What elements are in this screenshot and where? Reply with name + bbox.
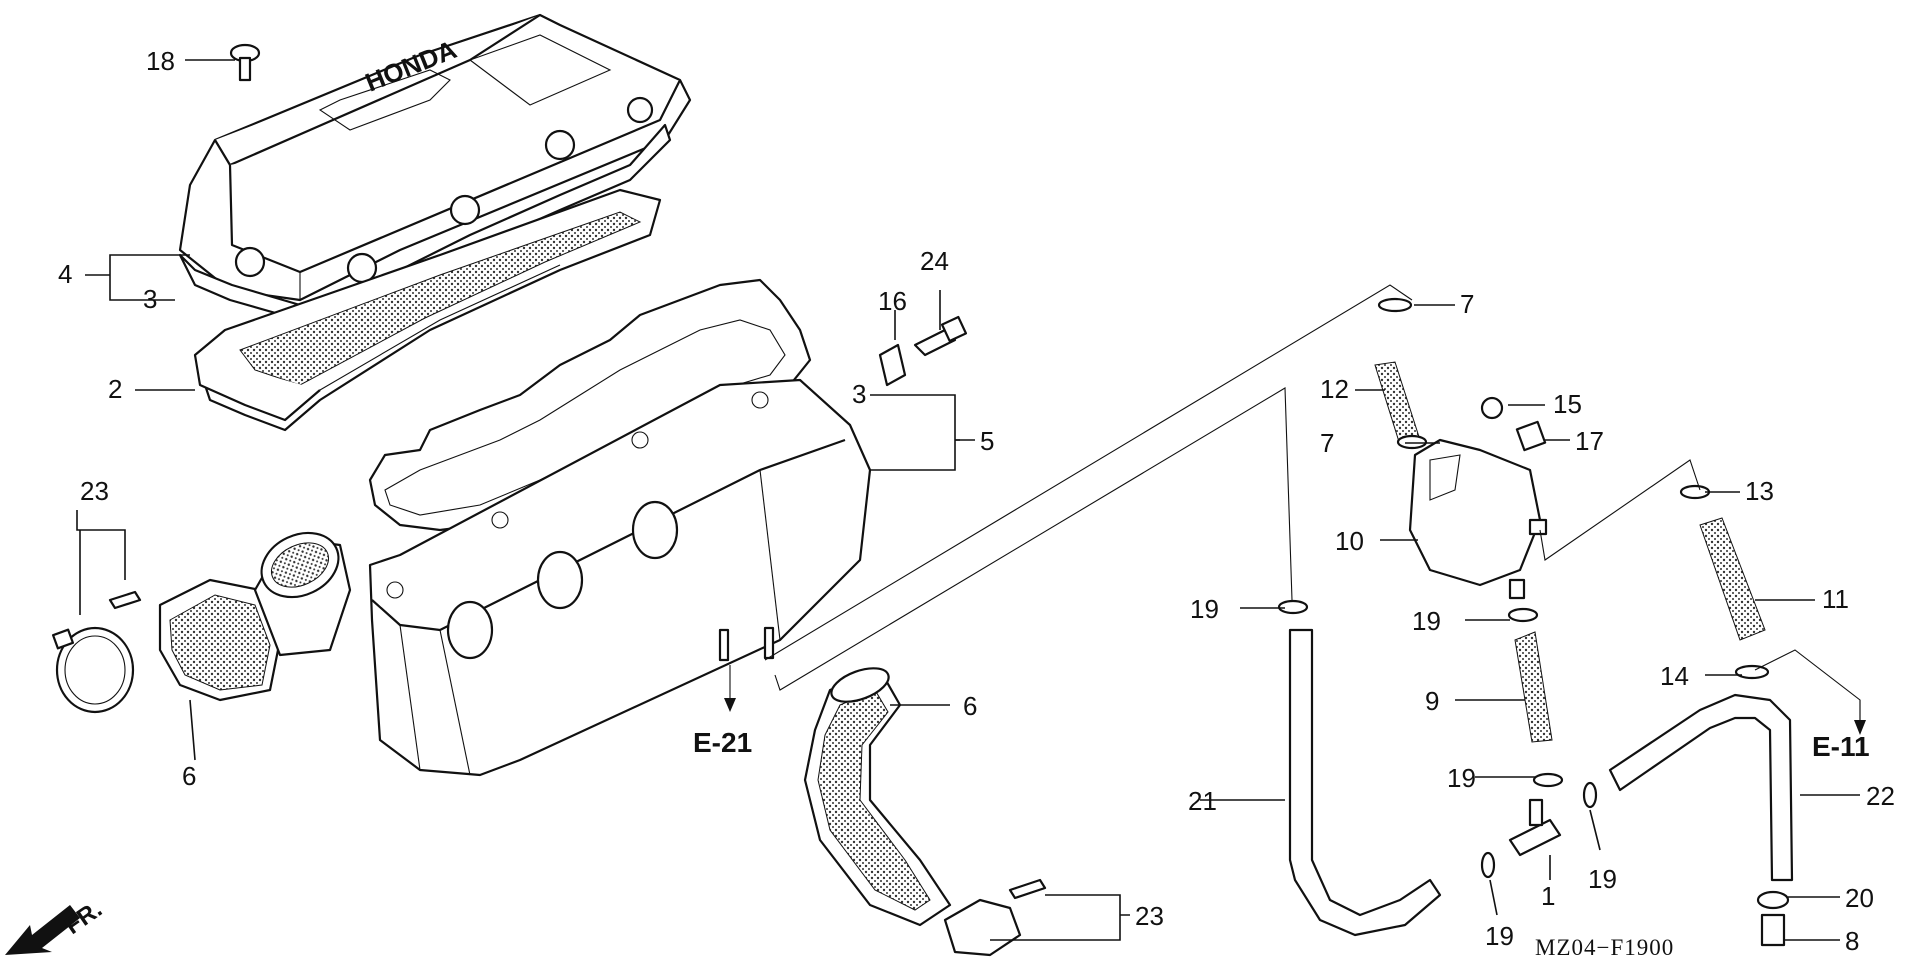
callout-5: 5 [980,426,994,456]
front-direction-arrow: FR. [5,896,107,955]
callout-6-left: 6 [182,761,196,791]
arrows [724,698,1866,735]
callout-17: 17 [1575,426,1604,456]
clamp-center [943,878,1047,957]
callout-4: 4 [58,259,72,289]
ref-e21: E-21 [693,727,752,758]
t-joint-1 [1508,798,1562,857]
callout-23-left: 23 [80,476,109,506]
callout-19-e: 19 [1485,921,1514,951]
callout-7-lower: 7 [1320,428,1334,458]
callout-3-upper: 3 [143,284,157,314]
cap-20 [1756,890,1790,910]
callout-1: 1 [1541,881,1555,911]
callout-3-lower: 3 [852,379,866,409]
callout-8: 8 [1845,926,1859,956]
callout-24: 24 [920,246,949,276]
callout-7-upper: 7 [1460,289,1474,319]
callout-19-d: 19 [1588,864,1617,894]
callout-12: 12 [1320,374,1349,404]
diagram-code: MZ04−F1900 [1535,935,1674,959]
callout-11: 11 [1822,584,1849,614]
callout-22: 22 [1866,781,1895,811]
callout-2: 2 [108,374,122,404]
clip-16 [878,343,907,387]
callout-labels: 18 4 3 2 3 5 24 16 23 6 6 23 E-21 7 12 7… [58,46,1895,959]
callout-19-c: 19 [1447,763,1476,793]
leader-lines [76,59,1861,941]
ref-e11: E-11 [1812,731,1870,762]
callout-13: 13 [1745,476,1774,506]
direction-label: FR. [60,896,107,940]
callout-19-a: 19 [1190,594,1219,624]
bolt-8 [1760,913,1786,947]
hose-22 [1608,693,1794,882]
hose-21 [1288,628,1442,937]
bolt-24 [913,315,968,357]
callout-15: 15 [1553,389,1582,419]
callout-16: 16 [878,286,907,316]
callout-18: 18 [146,46,175,76]
callout-14: 14 [1660,661,1689,691]
hose-12 [1374,361,1421,446]
callout-10: 10 [1335,526,1364,556]
bolt-18 [229,43,261,82]
air-cleaner-cover: HONDA [178,13,692,302]
callout-21: 21 [1188,786,1217,816]
callout-23-center: 23 [1135,901,1164,931]
air-cleaner-case [368,378,872,777]
hose-11 [1699,517,1766,641]
hose-9 [1514,631,1553,743]
intake-duct-left [158,531,352,702]
breather-separator [1408,438,1548,600]
callout-9: 9 [1425,686,1439,716]
callout-19-b: 19 [1412,606,1441,636]
callout-6-center: 6 [963,691,977,721]
callout-20: 20 [1845,883,1874,913]
air-filter-element [193,188,662,432]
clamp-left [51,590,142,714]
intake-duct-center [803,667,952,927]
